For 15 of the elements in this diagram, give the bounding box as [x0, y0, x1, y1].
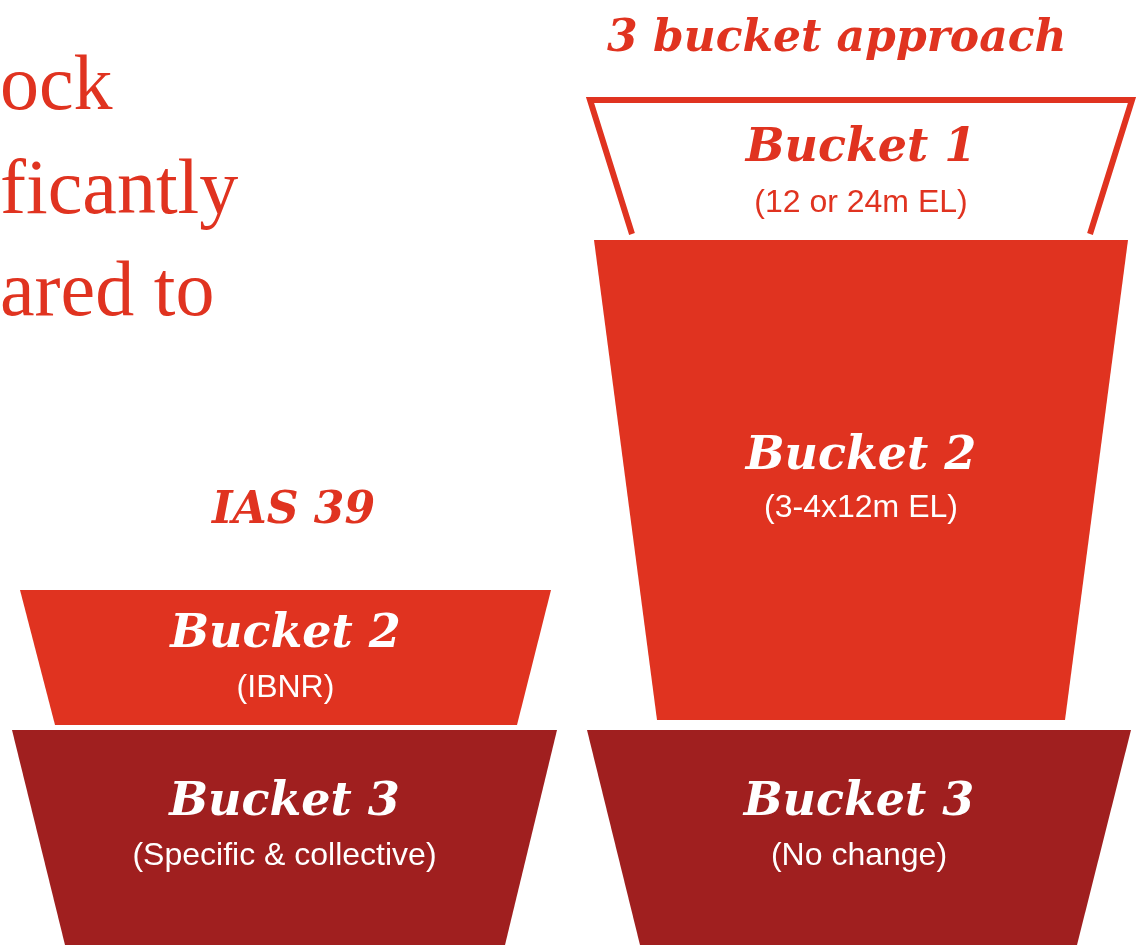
bucket-subtitle: (Specific & collective)	[131, 838, 438, 870]
heading-fragment: ficantly	[0, 142, 239, 232]
section-heading: 3 bucket approach	[607, 10, 1067, 61]
bucket-title: Bucket 3	[741, 776, 976, 822]
bucket-subtitle: (3-4x12m EL)	[763, 490, 959, 522]
bucket-subtitle: (IBNR)	[235, 670, 336, 702]
bucket-subtitle: (No change)	[769, 838, 949, 870]
section-heading: IAS 39	[212, 482, 376, 533]
heading-fragment: ared to	[0, 244, 215, 334]
bucket-title: Bucket 3	[167, 776, 401, 822]
bucket-title: Bucket 2	[743, 430, 978, 476]
heading-fragment: ock	[0, 38, 113, 128]
bucket-title: Bucket 2	[168, 608, 402, 654]
bucket-subtitle: (12 or 24m EL)	[753, 185, 969, 217]
bucket-title: Bucket 1	[743, 122, 978, 168]
